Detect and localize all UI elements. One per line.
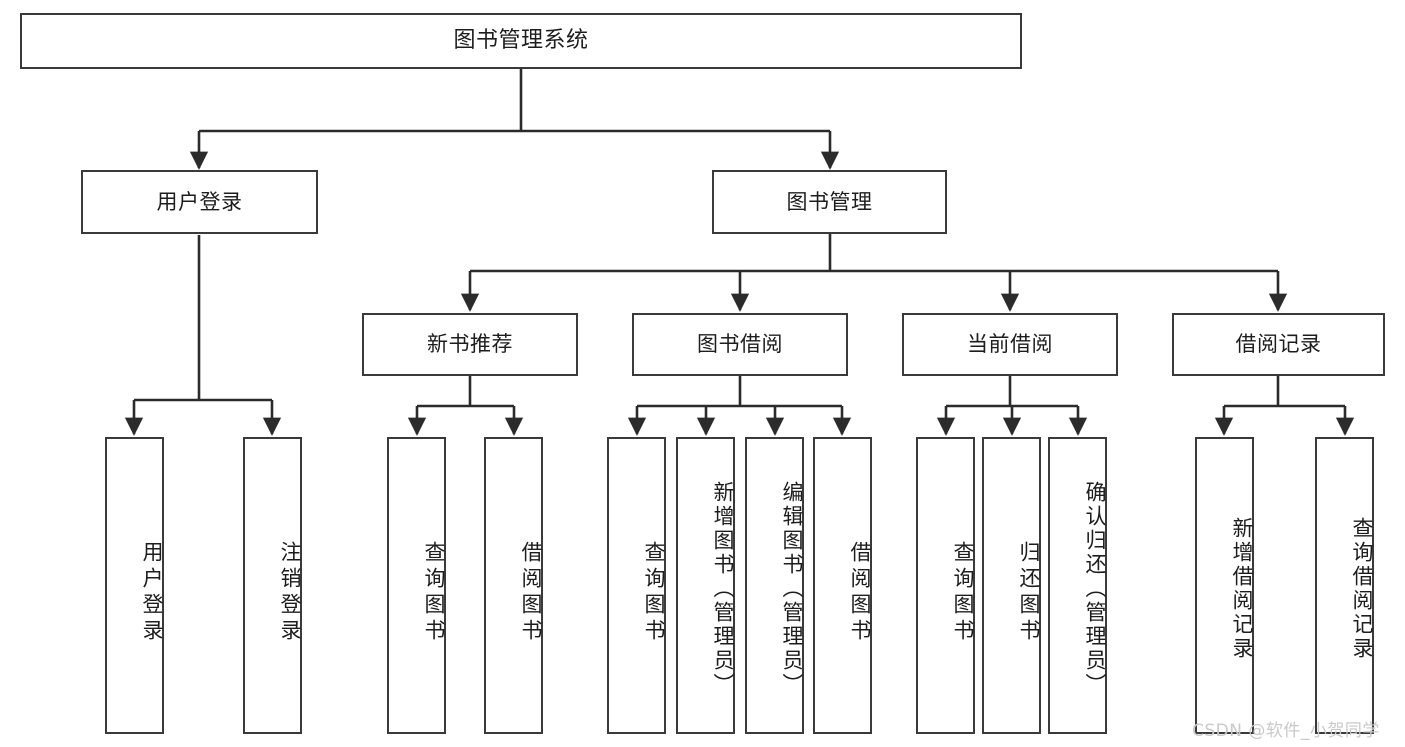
leaf-user-login[interactable]: 用户登录 (105, 437, 164, 734)
leaf-query-book-new-book[interactable]: 查询图书 (387, 437, 446, 734)
node-borrow-record[interactable]: 借阅记录 (1172, 313, 1385, 376)
leaf-edit-book-admin[interactable]: 编辑图书（管理员） (745, 437, 804, 734)
leaf-borrow-book-new-book[interactable]: 借阅图书 (484, 437, 543, 734)
leaf-return-book[interactable]: 归还图书 (982, 437, 1041, 734)
leaf-query-book-borrow[interactable]: 查询图书 (607, 437, 666, 734)
leaf-logout[interactable]: 注销登录 (243, 437, 302, 734)
leaf-confirm-return-admin[interactable]: 确认归还（管理员） (1048, 437, 1107, 734)
node-user-login[interactable]: 用户登录 (81, 170, 318, 234)
leaf-query-book-current[interactable]: 查询图书 (916, 437, 975, 734)
watermark: CSDN @软件_小贺同学 (1192, 721, 1380, 741)
leaf-borrow-book-borrow[interactable]: 借阅图书 (813, 437, 872, 734)
node-book-management[interactable]: 图书管理 (712, 170, 947, 234)
leaf-query-borrow-record[interactable]: 查询借阅记录 (1315, 437, 1374, 734)
leaf-add-book-admin[interactable]: 新增图书（管理员） (676, 437, 735, 734)
leaf-add-borrow-record[interactable]: 新增借阅记录 (1195, 437, 1254, 734)
node-new-book-recommend[interactable]: 新书推荐 (362, 313, 578, 376)
node-root[interactable]: 图书管理系统 (20, 13, 1022, 69)
node-book-borrow[interactable]: 图书借阅 (632, 313, 848, 376)
node-current-borrow[interactable]: 当前借阅 (902, 313, 1118, 376)
